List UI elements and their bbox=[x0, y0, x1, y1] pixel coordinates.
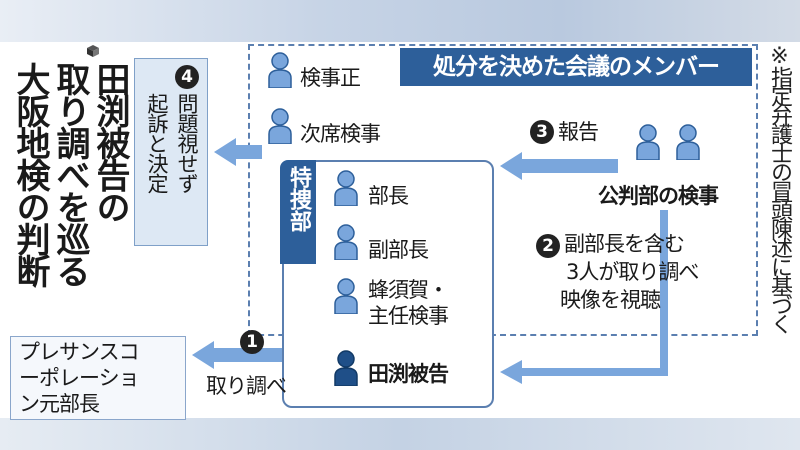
viewing-arrow-head bbox=[500, 360, 522, 384]
member-chief-prosecutor-in-charge: 主任検事 bbox=[368, 304, 449, 328]
defendant-person-icon bbox=[334, 350, 358, 386]
decision-box: 4 問題視せず 起訴と決定 bbox=[134, 58, 208, 246]
person-icon bbox=[268, 52, 292, 88]
viewing-line-1: 副部長を含む bbox=[564, 232, 685, 256]
headline-line-3: 大阪地検の判断 bbox=[10, 62, 50, 286]
decision-line-1: 問題視せず bbox=[175, 93, 199, 193]
member-chief-prosecutor: 検事正 bbox=[300, 66, 361, 90]
member-hachisuka: 蜂須賀・ bbox=[368, 278, 449, 302]
person-icon bbox=[268, 108, 292, 144]
person-icon bbox=[636, 124, 660, 160]
viewing-connector bbox=[518, 210, 668, 376]
interrogation-label: 取り調べ bbox=[206, 374, 287, 398]
former-department-head-box: プレサンスコ ーポレーショ ン元部長 bbox=[10, 336, 186, 420]
top-blur-band bbox=[0, 0, 800, 42]
former-line-3: ン元部長 bbox=[19, 392, 100, 416]
member-department-head: 部長 bbox=[368, 184, 409, 208]
tokuso-tag: 特捜部 bbox=[280, 160, 316, 264]
interrogation-arrow-head bbox=[192, 341, 214, 369]
step-4-badge: 4 bbox=[175, 65, 199, 89]
headline-line-2: 取り調べを巡る bbox=[50, 62, 90, 286]
report-arrow-head bbox=[500, 152, 522, 180]
defendant-label: 田渕被告 bbox=[368, 362, 449, 386]
meeting-box-title: 処分を決めた会議のメンバー bbox=[400, 48, 752, 86]
headline-line-1: 田渕被告の bbox=[90, 62, 130, 222]
meeting-members-box bbox=[248, 44, 758, 336]
step-3-badge: 3 bbox=[530, 120, 554, 144]
person-icon bbox=[334, 278, 358, 314]
person-icon bbox=[676, 124, 700, 160]
cube-icon bbox=[87, 45, 99, 57]
person-icon bbox=[334, 224, 358, 260]
source-note: ※指定弁護士の冒頭陳述に基づく bbox=[767, 44, 792, 332]
person-icon bbox=[334, 170, 358, 206]
tokuso-tag-label: 特捜部 bbox=[286, 166, 311, 232]
step-2-badge: 2 bbox=[536, 234, 560, 258]
former-line-1: プレサンスコ bbox=[19, 340, 140, 364]
report-label: 報告 bbox=[558, 120, 599, 144]
step-1-badge: 1 bbox=[240, 330, 264, 354]
arrow-to-decision-head bbox=[214, 138, 236, 166]
viewing-line-2: 3人が取り調べ bbox=[566, 260, 699, 284]
public-trial-prosecutors-label: 公判部の検事 bbox=[598, 184, 719, 208]
member-deputy-chief: 次席検事 bbox=[300, 122, 381, 146]
bottom-blur-band bbox=[0, 418, 800, 450]
former-line-2: ーポレーショ bbox=[19, 366, 140, 390]
member-deputy-head: 副部長 bbox=[368, 238, 429, 262]
decision-line-2: 起訴と決定 bbox=[145, 93, 169, 193]
viewing-line-3: 映像を視聴 bbox=[560, 288, 661, 312]
tokuso-section-box bbox=[282, 160, 494, 408]
